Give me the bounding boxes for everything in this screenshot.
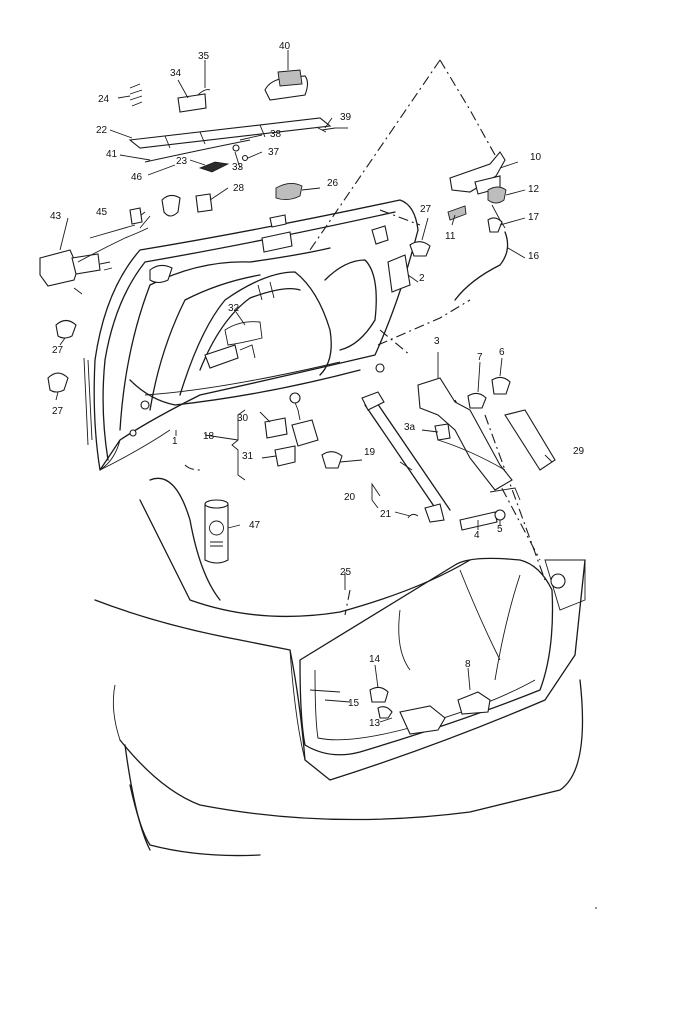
callout-2: 2	[419, 273, 425, 284]
callout-35: 35	[198, 51, 210, 62]
callout-5: 5	[497, 524, 503, 535]
callout-37: 37	[268, 147, 280, 158]
callout-33: 33	[232, 162, 244, 173]
right-hinge-upper	[387, 151, 509, 301]
callout-47: 47	[249, 520, 261, 531]
callout-4: 4	[474, 530, 480, 541]
trunk-lid	[83, 199, 419, 471]
callout-43: 43	[50, 211, 62, 222]
callout-30: 30	[237, 413, 249, 424]
callout-23: 23	[176, 156, 188, 167]
callout-22: 22	[96, 125, 108, 136]
callout-25: 25	[340, 567, 352, 578]
callout-39: 39	[340, 112, 352, 123]
lock-motor-assembly	[39, 207, 149, 295]
callout-3a: 3a	[404, 422, 416, 433]
callout-27-left-upper: 27	[52, 345, 64, 356]
callout-46: 46	[131, 172, 143, 183]
callout-13: 13	[369, 718, 381, 729]
callout-31: 31	[242, 451, 254, 462]
callout-45: 45	[96, 207, 108, 218]
callout-24: 24	[98, 94, 110, 105]
callout-20: 20	[344, 492, 356, 503]
callout-10: 10	[530, 152, 542, 163]
callout-15: 15	[348, 698, 360, 709]
callout-21: 21	[380, 509, 392, 520]
callout-12: 12	[528, 184, 540, 195]
gas-strut-and-hinge	[361, 376, 556, 531]
callout-16: 16	[528, 251, 540, 262]
callout-7: 7	[477, 352, 483, 363]
callout-1: 1	[172, 436, 178, 447]
callout-18: 18	[203, 431, 215, 442]
car-rear-body	[94, 477, 586, 857]
striker-parts	[309, 686, 491, 735]
handle-assembly	[128, 69, 336, 229]
spray-can	[204, 499, 229, 564]
callout-29: 29	[573, 446, 585, 457]
callout-27-right: 27	[420, 204, 432, 215]
callout-labels: 40 35 34 24 39 22 38 41 37 23 33 46 28 2…	[50, 41, 585, 729]
callout-32: 32	[228, 303, 240, 314]
callout-26: 26	[327, 178, 339, 189]
callout-41: 41	[106, 149, 118, 160]
callout-28: 28	[233, 183, 245, 194]
callout-17: 17	[528, 212, 540, 223]
leader-lines	[55, 50, 553, 723]
lock-cylinder-group	[231, 281, 343, 481]
callout-6: 6	[499, 347, 505, 358]
callout-14: 14	[369, 654, 381, 665]
callout-3: 3	[434, 336, 440, 347]
callout-34: 34	[170, 68, 182, 79]
callout-19: 19	[364, 447, 376, 458]
rubber-buffers-left	[47, 319, 77, 393]
assembly-lines	[309, 59, 546, 581]
callout-11: 11	[445, 231, 456, 242]
callout-27-left-lower: 27	[52, 406, 64, 417]
callout-8: 8	[465, 659, 471, 670]
callout-40: 40	[279, 41, 291, 52]
callout-38: 38	[270, 129, 282, 140]
stray-mark	[595, 907, 597, 909]
